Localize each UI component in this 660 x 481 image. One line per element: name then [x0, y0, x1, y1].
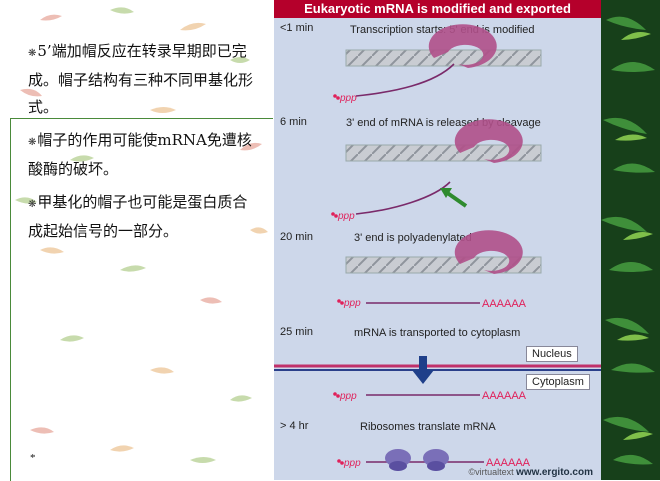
step-caption: 3' end is polyadenylated	[354, 232, 472, 244]
green-arrow-icon	[440, 188, 468, 208]
footnote-mark: *	[30, 452, 36, 464]
ribosome-icon	[385, 449, 411, 471]
bullet-marker-icon: ❋	[28, 48, 37, 59]
bullet-text: 甲基化的帽子也可能是蛋白质合成起始信号的一部分。	[28, 193, 248, 240]
figure-title: Eukaryotic mRNA is modified and exported	[274, 0, 601, 18]
step-time: 6 min	[280, 116, 307, 128]
step-time: 20 min	[280, 231, 314, 243]
step-caption: Ribosomes translate mRNA	[360, 421, 496, 433]
cap-label: ppp	[339, 93, 357, 104]
dna-template	[345, 256, 542, 274]
export-arrow-icon	[412, 356, 434, 384]
bullet-list: ❋5’端加帽反应在转录早期即已完成。帽子结构有三种不同甲基化形式。 ❋帽子的作用…	[28, 38, 258, 251]
step-caption: 3' end of mRNA is released by cleavage	[346, 117, 541, 129]
polya-label: AAAAAA	[482, 298, 527, 310]
dna-template	[345, 144, 542, 162]
figure-credit: ©virtualtext www.ergito.com	[468, 467, 593, 478]
step-time: 25 min	[280, 326, 314, 338]
polya-label: AAAAAA	[482, 390, 527, 402]
bullet-item: ❋甲基化的帽子也可能是蛋白质合成起始信号的一部分。	[28, 189, 258, 245]
bullet-text: 5’端加帽反应在转录早期即已完成。帽子结构有三种不同甲基化形式。	[28, 42, 254, 116]
cap-label: ppp	[337, 211, 355, 222]
step-caption: Transcription starts: 5' end is modified	[350, 24, 535, 36]
content-frame	[10, 118, 273, 481]
ribosome-icon	[423, 449, 449, 471]
released-rna	[355, 181, 451, 215]
step-time: > 4 hr	[280, 420, 309, 432]
cap-label: ppp	[339, 391, 357, 402]
bamboo-strip-background	[601, 0, 660, 480]
bullet-marker-icon: ❋	[28, 137, 37, 148]
nucleus-label: Nucleus	[526, 346, 578, 362]
nascent-rna	[355, 63, 455, 97]
step-time: <1 min	[280, 22, 314, 34]
cap-label: ppp	[343, 298, 361, 309]
credit-site: www.ergito.com	[516, 467, 593, 478]
mrna-figure-panel: Eukaryotic mRNA is modified and exported…	[274, 0, 601, 480]
step-caption: mRNA is transported to cytoplasm	[354, 327, 521, 339]
bullet-marker-icon: ❋	[28, 199, 37, 210]
bullet-item: ❋帽子的作用可能使mRNA免遭核酸酶的破坏。	[28, 127, 258, 183]
cytoplasm-label: Cytoplasm	[526, 374, 590, 390]
cap-label: ppp	[343, 458, 361, 469]
bullet-item: ❋5’端加帽反应在转录早期即已完成。帽子结构有三种不同甲基化形式。	[28, 38, 258, 121]
bullet-text: 帽子的作用可能使mRNA免遭核酸酶的破坏。	[28, 131, 252, 178]
credit-prefix: ©virtualtext	[468, 467, 514, 477]
dna-template	[345, 49, 542, 67]
